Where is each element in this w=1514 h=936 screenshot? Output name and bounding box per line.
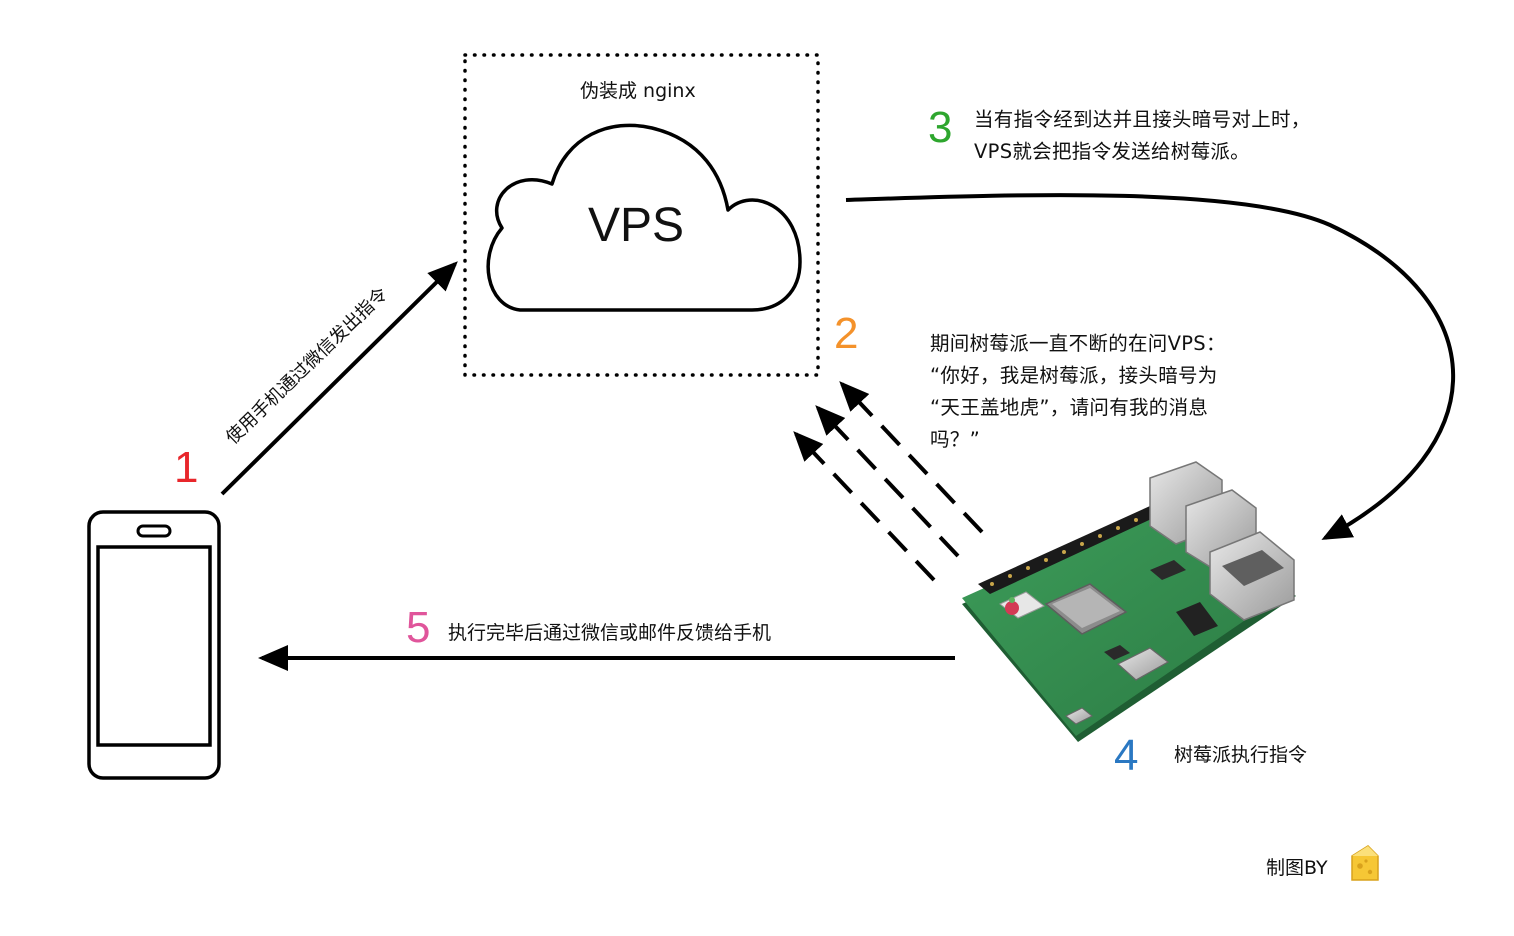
vps-disguise-box (463, 53, 820, 377)
step-2-number: 2 (834, 309, 859, 358)
credit-label: 制图BY (1266, 857, 1328, 879)
step-4-number: 4 (1114, 731, 1139, 780)
cloud-label: VPS (588, 199, 685, 252)
step-4-label: 树莓派执行指令 (1174, 744, 1308, 766)
vps-caption: 伪装成 nginx (580, 80, 696, 102)
phone-icon (87, 510, 221, 780)
step-2-text: 期间树莓派一直不断的在问VPS： “你好，我是树莓派，接头暗号为 “天王盖地虎”… (930, 328, 1226, 456)
step-2-line: “天王盖地虎”，请问有我的消息 (930, 396, 1209, 419)
step-1-number: 1 (174, 443, 199, 492)
step-3-line: 当有指令经到达并且接头暗号对上时， (974, 108, 1311, 131)
step-5-label: 执行完毕后通过微信或邮件反馈给手机 (448, 622, 772, 644)
step-5-number: 5 (406, 603, 431, 652)
step-2-line: “你好，我是树莓派，接头暗号为 (930, 364, 1218, 387)
step-3-text: 当有指令经到达并且接头暗号对上时， VPS就会把指令发送给树莓派。 (974, 104, 1311, 168)
arrows-step-2 (793, 381, 984, 582)
arrow-step-1 (220, 261, 458, 496)
arrow-step-3 (845, 193, 1455, 540)
step-2-line: 期间树莓派一直不断的在问VPS： (930, 332, 1226, 355)
raspberry-pi-board (962, 461, 1296, 742)
cloud-icon (486, 123, 802, 312)
step-3-line: VPS就会把指令发送给树莓派。 (974, 140, 1250, 163)
cheese-icon (1351, 845, 1379, 881)
step-3-number: 3 (928, 103, 953, 152)
step-2-line: 吗？” (930, 428, 981, 451)
